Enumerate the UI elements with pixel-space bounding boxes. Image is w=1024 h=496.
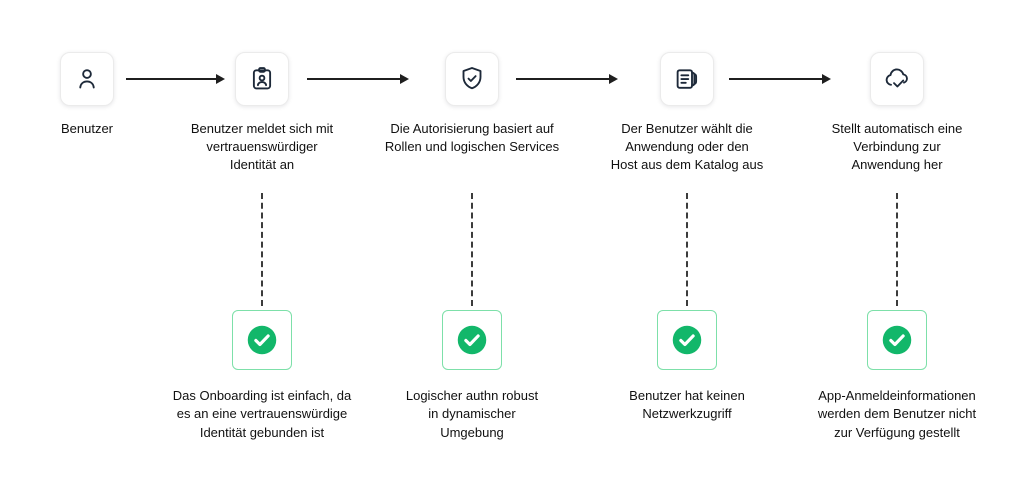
step-4-icon-box: [660, 52, 714, 106]
arrow-right-icon: [126, 73, 225, 84]
step-5-label: Stellt automatisch eine Verbindung zur A…: [831, 121, 963, 172]
user-icon: [79, 69, 95, 89]
benefit-2-check-box: [232, 310, 292, 370]
catalog-icon: [676, 69, 698, 89]
cloud-check-icon: [885, 68, 908, 88]
arrow-right-icon: [307, 73, 409, 84]
step-3-icon-box: [445, 52, 499, 106]
step-2-icon-box: [235, 52, 289, 106]
step-2-label: Benutzer meldet sich mit vertrauenswürdi…: [190, 121, 334, 172]
shield-check-icon: [462, 67, 482, 90]
step-4-label: Der Benutzer wählt die Anwendung oder de…: [610, 121, 764, 172]
step-1-icon-box: [60, 52, 114, 106]
dashed-connector: [261, 193, 263, 306]
dashed-connector: [686, 193, 688, 306]
benefit-4-label: Benutzer hat keinen Netzwerkzugriff: [629, 388, 745, 422]
benefit-5-check-box: [867, 310, 927, 370]
check-circle-icon: [457, 325, 487, 355]
step-5-icon-box: [870, 52, 924, 106]
check-circle-icon: [247, 325, 277, 355]
id-badge-icon: [252, 67, 272, 90]
step-3-label: Die Autorisierung basiert auf Rollen und…: [384, 121, 560, 154]
benefit-2-label: Das Onboarding ist einfach, da es an ein…: [172, 388, 352, 440]
benefit-5-label: App-Anmeldeinformationen werden dem Benu…: [817, 388, 977, 440]
benefit-3-check-box: [442, 310, 502, 370]
arrow-right-icon: [729, 73, 831, 84]
dashed-connector: [896, 193, 898, 306]
benefit-3-label: Logischer authn robust in dynamischer Um…: [405, 388, 539, 440]
arrow-right-icon: [516, 73, 618, 84]
check-circle-icon: [672, 325, 702, 355]
step-1-label: Benutzer: [60, 121, 114, 136]
check-circle-icon: [882, 325, 912, 355]
dashed-connector: [471, 193, 473, 306]
benefit-4-check-box: [657, 310, 717, 370]
